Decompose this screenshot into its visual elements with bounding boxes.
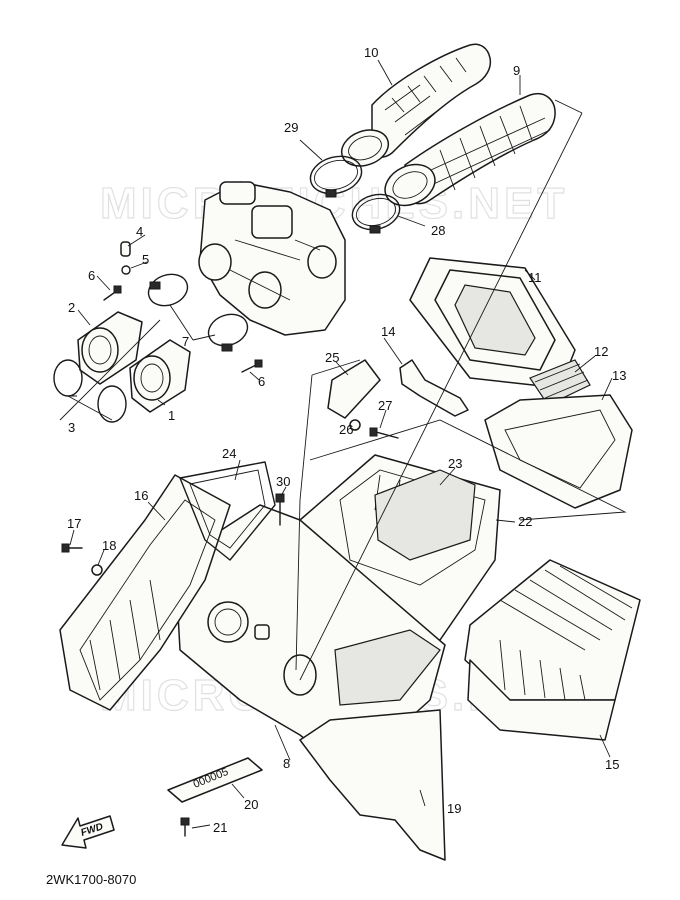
callout-7: 7 [182, 334, 189, 349]
part-14-bracket [399, 359, 469, 417]
part-29-hose-clamp [309, 155, 363, 198]
callout-10: 10 [364, 45, 378, 60]
callout-1: 1 [168, 408, 175, 423]
part-18-collar [91, 564, 103, 576]
part-21-screw [180, 817, 190, 837]
callout-20: 20 [244, 797, 258, 812]
part-24-gasket [179, 461, 276, 561]
part-23-gasket [374, 469, 476, 561]
leader-lines [59, 59, 627, 829]
callout-24: 24 [222, 446, 236, 461]
callout-5: 5 [142, 252, 149, 267]
callout-11: 11 [528, 270, 542, 285]
carburetor-assembly [198, 181, 346, 336]
callout-13: 13 [612, 368, 626, 383]
callout-22: 22 [518, 514, 532, 529]
callout-26: 26 [339, 422, 353, 437]
callout-29: 29 [284, 120, 298, 135]
part-27-bolt [369, 427, 399, 439]
part-30-bolt [275, 493, 285, 526]
part-15-air-box-cover [464, 559, 641, 741]
callout-25: 25 [325, 350, 339, 365]
part-25-plate [327, 359, 381, 419]
part-26-washer [349, 419, 361, 431]
part-5-clip [121, 265, 131, 275]
part-20-plate: 000005 [167, 757, 263, 803]
callout-labels: 1 2 3 4 5 6 6 7 8 9 10 11 12 13 14 15 16… [67, 45, 626, 835]
callout-30: 30 [276, 474, 290, 489]
part-13-filter-frame [484, 394, 633, 509]
callout-8: 8 [283, 756, 290, 771]
callout-21: 21 [213, 820, 227, 835]
part-7-clamps [147, 273, 249, 352]
part-17-bolt [61, 543, 83, 553]
callout-6a: 6 [88, 268, 95, 283]
part-9-intake-boot [384, 93, 556, 207]
callout-4: 4 [136, 224, 143, 239]
part-28-hose-clamp [351, 193, 401, 234]
part-16-side-cover [59, 474, 231, 711]
callout-19: 19 [447, 801, 461, 816]
part-12-filter-element [529, 359, 591, 406]
callout-2: 2 [68, 300, 75, 315]
callout-14: 14 [381, 324, 395, 339]
callout-3: 3 [68, 420, 75, 435]
callout-17: 17 [67, 516, 81, 531]
part-1-carburetor-joint [129, 339, 191, 413]
fwd-arrow-icon: FWD [61, 815, 115, 849]
part-2-carburetor-joint [77, 311, 143, 385]
part-19-lower-shield [299, 709, 446, 861]
diagram-code: 2WK1700-8070 [46, 872, 136, 887]
part-4-cap [120, 241, 131, 257]
callout-18: 18 [102, 538, 116, 553]
callout-27: 27 [378, 398, 392, 413]
part-11-air-cleaner-cap [409, 257, 576, 389]
callout-16: 16 [134, 488, 148, 503]
callout-12: 12 [594, 344, 608, 359]
callout-6b: 6 [258, 374, 265, 389]
callout-28: 28 [431, 223, 445, 238]
callout-23: 23 [448, 456, 462, 471]
callout-9: 9 [513, 63, 520, 78]
small-fasteners [103, 241, 263, 373]
callout-15: 15 [605, 757, 619, 772]
